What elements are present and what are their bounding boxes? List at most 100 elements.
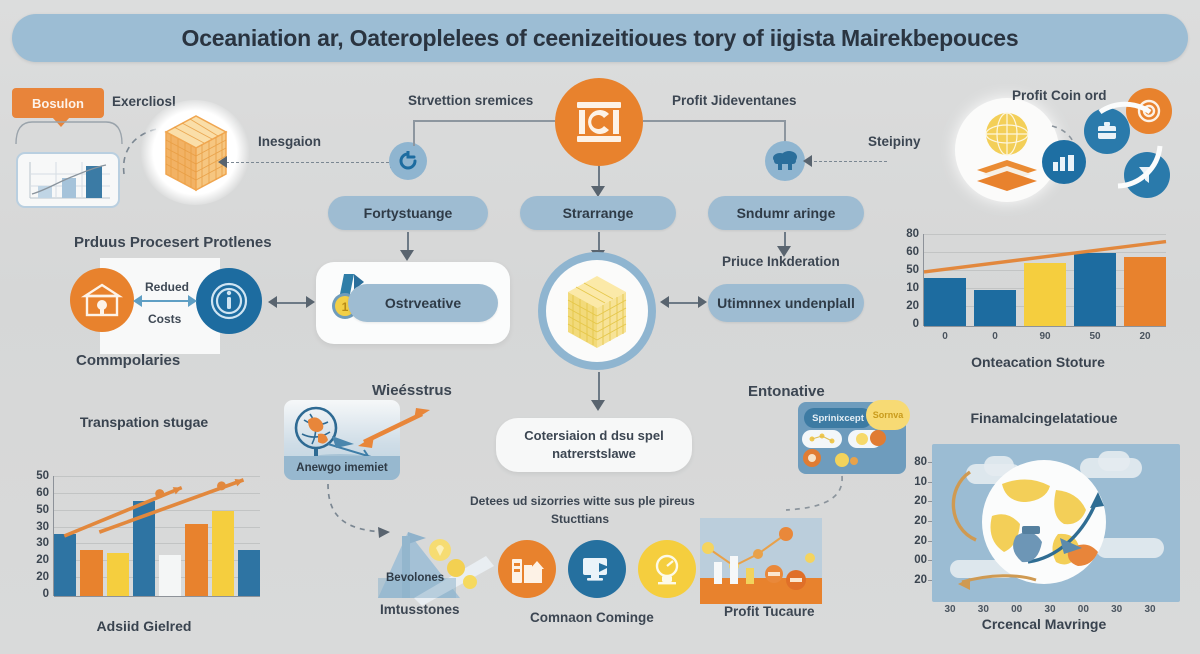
chart-bar	[237, 549, 260, 596]
center-summary-line1: Cotersiaion d dsu spel	[524, 428, 664, 444]
sprinixcept-chip[interactable]: Sprinixcept	[804, 408, 872, 428]
refresh-glyph	[399, 151, 417, 170]
cloud-shape	[1098, 451, 1130, 471]
pill-ostrveative-label: Ostrveative	[384, 295, 462, 311]
x-axis-tick: 90	[1039, 331, 1051, 342]
pill-sndumr-aringe[interactable]: Sndumr aringe	[708, 196, 864, 230]
mini-dashboard-card	[16, 152, 120, 208]
gridline	[54, 492, 260, 494]
center-sub-line2: Stucttians	[551, 512, 610, 526]
pill-right-arrow-line	[784, 232, 786, 250]
chart-bar	[1024, 263, 1066, 326]
reduced-costs-arrow-right	[188, 295, 197, 307]
shipping-dashed-connector	[809, 161, 887, 162]
mid-right-connector	[668, 302, 702, 304]
shipping-label: Steipiny	[868, 134, 921, 149]
profit-control-label: Profit Coin ord	[1012, 88, 1107, 103]
chart-badge-icon	[1042, 140, 1086, 184]
entonative-label: Entonative	[748, 383, 825, 400]
y-axis-tick: 10	[914, 475, 927, 488]
chart-bottom-right-xlabel: Crcencal Mavringe	[981, 616, 1107, 632]
pill-strarrange-label: Strarrange	[562, 205, 634, 221]
mid-left-arrow-a	[268, 296, 277, 308]
reduced-costs-connector	[140, 300, 190, 302]
sornva-label: Sornva	[872, 410, 904, 420]
mid-left-arrow-b	[306, 296, 315, 308]
chart-bar	[974, 290, 1016, 326]
y-axis	[53, 476, 55, 596]
common-cominge-label: Comnaon Cominge	[530, 610, 654, 625]
pill-ostrveative[interactable]: Ostrveative	[348, 284, 498, 322]
y-axis-tick: 20	[36, 571, 49, 584]
x-axis-tick: 0	[942, 331, 948, 342]
center-down-line	[598, 372, 600, 404]
mid-left-connector	[276, 302, 310, 304]
reduced-label: Redued	[145, 280, 190, 294]
pill-fortystuange[interactable]: Fortystuange	[328, 196, 488, 230]
chart-bar	[54, 534, 77, 596]
pill-utimnex[interactable]: Utimnnex undenplall	[708, 284, 864, 322]
center-down-arrow	[591, 400, 605, 411]
chart-bottom-left-xlabel: Adsiid Gielred	[96, 618, 192, 634]
bank-pillar-glyph	[577, 102, 621, 142]
svg-text:1: 1	[342, 300, 349, 314]
y-axis-tick: 10	[906, 282, 919, 294]
profit-tucaure-label: Profit Tucaure	[724, 604, 815, 619]
world-map-panel	[932, 444, 1180, 602]
y-axis-tick: 30	[36, 520, 49, 533]
dashed-curve-to-mountain	[327, 483, 390, 538]
bank-pillar-icon	[555, 78, 643, 166]
y-axis-tick: 0	[42, 588, 49, 600]
x-axis-tick: 50	[1089, 331, 1101, 342]
mini-bar-chart-icon	[29, 162, 110, 199]
chart-bar	[159, 555, 182, 596]
globe-flows-glyph	[951, 460, 1106, 590]
sornva-bubble: Sornva	[866, 400, 910, 430]
y-axis-tick: 30	[36, 537, 49, 550]
hub-right-drop	[784, 120, 786, 146]
center-summary-line2: natrerstslawe	[552, 446, 636, 461]
pill-left-arrow-line	[407, 232, 409, 254]
x-axis	[924, 325, 1166, 327]
service-left-label: Strvettion sremices	[408, 93, 534, 108]
anewgo-caption: Anewgo imemiet	[284, 456, 400, 480]
callout-badge: Bosulon	[12, 88, 104, 127]
profit-illustration-glyph	[700, 518, 822, 604]
page-title-bar: Oceaniation ar, Oateroplelees of ceenize…	[12, 14, 1188, 62]
chart-bar	[1124, 256, 1166, 326]
chart-bottom-left-title: Transpation stugae	[79, 414, 209, 430]
info-circle-icon	[196, 268, 262, 334]
x-axis-tick: 00	[1077, 604, 1089, 615]
gauge-glyph	[655, 554, 679, 585]
monitor-glyph	[583, 558, 609, 581]
bevolones-card: Bevolones	[378, 520, 496, 606]
cloud-shape	[984, 456, 1014, 476]
process-problems-label: Prduus Procesert Protlenes	[74, 234, 272, 251]
monitor-icon	[568, 540, 626, 598]
cluster-arc-arrows	[1098, 101, 1163, 189]
pill-utimnex-label: Utimnnex undenplall	[717, 295, 855, 311]
bevolones-caption: Bevolones	[386, 572, 445, 584]
cloud-network-glyph	[773, 151, 797, 170]
y-axis-tick: 20	[36, 554, 49, 567]
x-axis-tick: 30	[977, 604, 989, 615]
y-axis-tick: 0	[912, 318, 919, 330]
costs-label: Costs	[148, 312, 182, 326]
x-axis-tick: 0	[992, 331, 998, 342]
chart-bar	[80, 549, 103, 596]
central-cube-crate-icon	[567, 276, 627, 348]
y-axis-tick: 20	[914, 495, 927, 508]
gridline	[54, 543, 260, 545]
info-circle-glyph	[210, 282, 248, 320]
profit-tucaure-card	[700, 518, 822, 604]
x-axis-tick: 30	[944, 604, 956, 615]
y-axis-tick: 50	[36, 503, 49, 516]
globe-stack-glyph	[977, 112, 1037, 191]
y-axis	[923, 234, 925, 326]
pill-strarrange[interactable]: Strarrange	[520, 196, 676, 230]
commpolaries-label: Commpolaries	[76, 352, 181, 369]
hub-right-connector	[643, 120, 785, 122]
